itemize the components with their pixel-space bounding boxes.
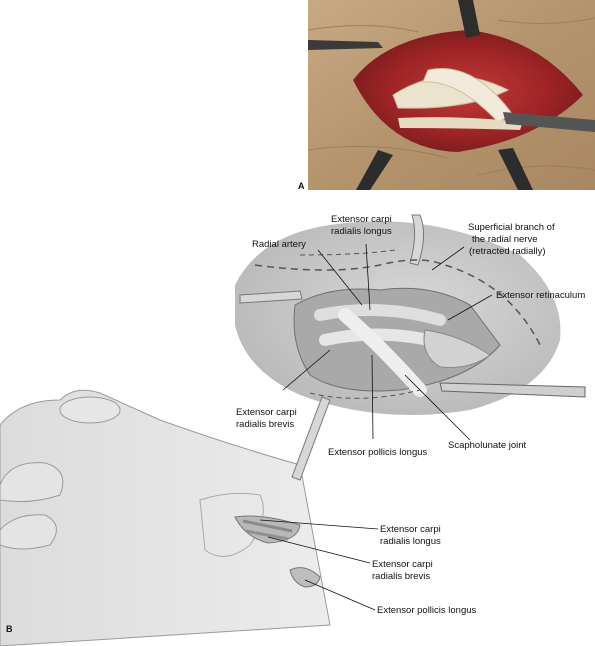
label-ecrl-top-2: radialis longus: [331, 226, 392, 237]
label-ecrb-left-1: Extensor carpi: [236, 407, 297, 418]
label-ecrb-low-2: radialis brevis: [372, 571, 430, 582]
leader-lines: [259, 243, 493, 611]
anatomy-labels: Extensor carpi radialis longus Radial ar…: [236, 214, 585, 616]
label-radial-artery: Radial artery: [252, 239, 306, 250]
label-scapholunate-joint: Scapholunate joint: [448, 440, 527, 451]
label-ecrl-low-2: radialis longus: [380, 536, 441, 547]
panel-letter-a: A: [298, 181, 305, 191]
hand-drawing: [0, 389, 331, 646]
label-extensor-retinaculum: Extensor retinaculum: [496, 290, 585, 301]
label-srn-2: the radial nerve: [472, 234, 537, 245]
surgical-photo: [307, 0, 595, 190]
surgical-field-drawing: [235, 214, 586, 481]
label-ecrb-left-2: radialis brevis: [236, 419, 294, 430]
panel-letter-b: B: [6, 624, 13, 634]
anatomy-illustration: Extensor carpi radialis longus Radial ar…: [0, 214, 586, 646]
label-ecrl-low-1: Extensor carpi: [380, 524, 441, 535]
label-epl-mid: Extensor pollicis longus: [328, 447, 428, 458]
label-epl-low: Extensor pollicis longus: [377, 605, 477, 616]
surgical-photo-art: [307, 0, 595, 190]
label-ecrb-low-1: Extensor carpi: [372, 559, 433, 570]
label-srn-3: (retracted radially): [469, 246, 546, 257]
label-ecrl-top-1: Extensor carpi: [331, 214, 392, 225]
label-srn-1: Superficial branch of: [468, 222, 555, 233]
